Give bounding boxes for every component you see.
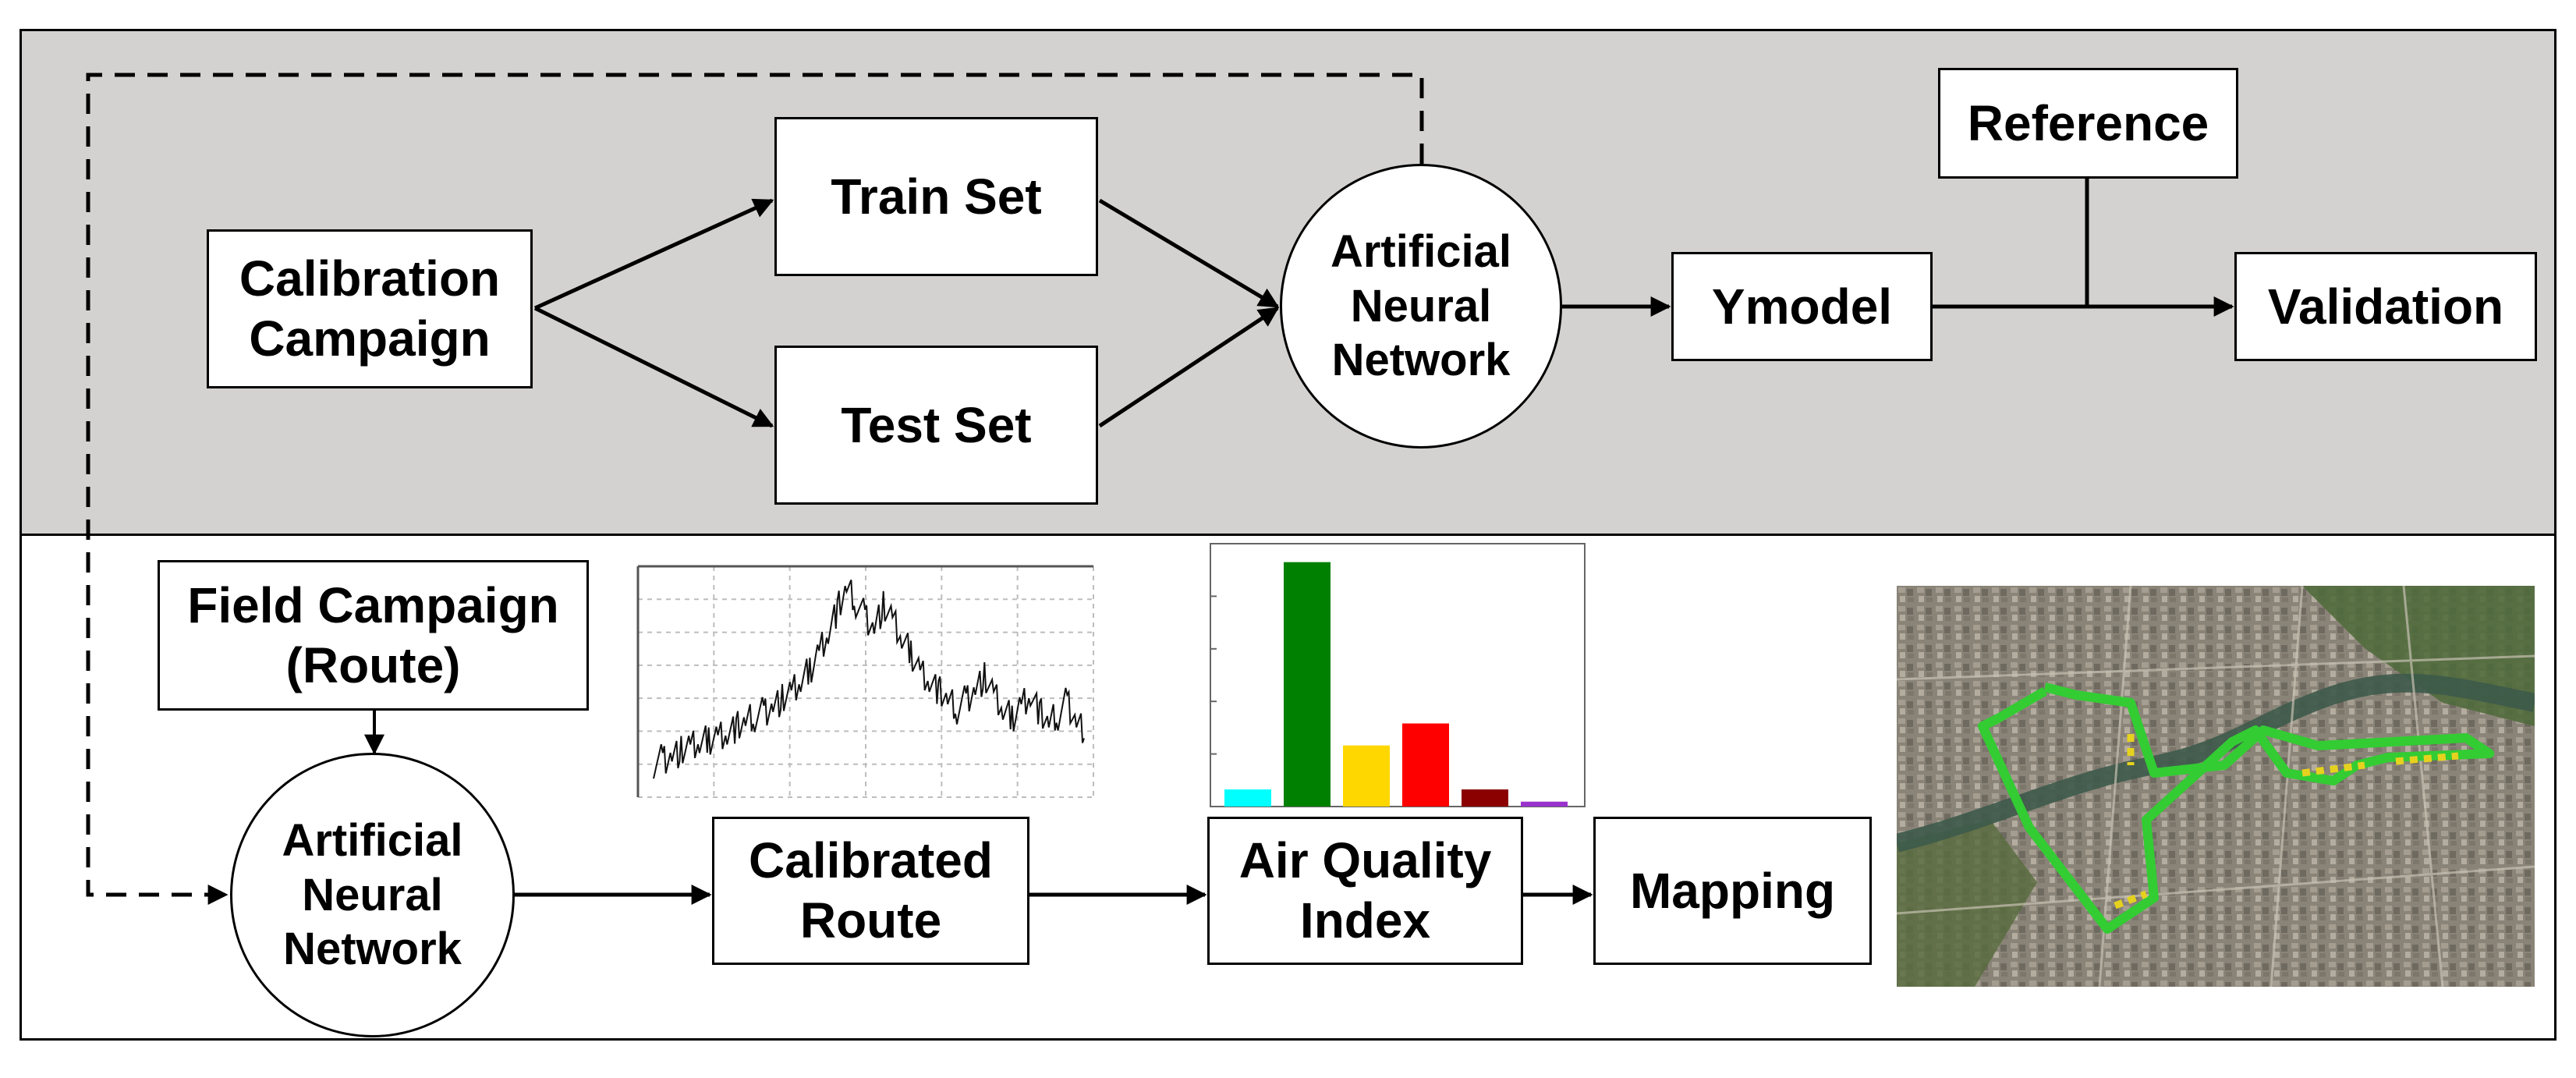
arrow-train-to-ann [1098, 198, 1280, 309]
calibrated-route-line-1: Calibrated [749, 832, 993, 889]
validation-label: Validation [2267, 278, 2504, 335]
train-set-label: Train Set [831, 168, 1042, 225]
measurement-route [1978, 683, 2494, 934]
time-series-thumbnail [632, 560, 1104, 803]
aqi-bar [1462, 789, 1508, 807]
air-quality-index-box: Air Quality Index [1207, 817, 1523, 965]
aqi-histogram-thumbnail [1210, 543, 1586, 807]
plot-background [632, 560, 1104, 803]
arrow-to-train-set [533, 198, 774, 310]
ann-top-line-1: Artificial [1330, 226, 1512, 278]
road-network [1897, 586, 2535, 987]
aqi-line-2: Index [1299, 892, 1431, 949]
field-campaign-box: Field Campaign (Route) [158, 560, 589, 711]
ann-bottom-line-2: Neural [302, 869, 443, 920]
aqi-bar [1402, 723, 1449, 807]
reference-label: Reference [1967, 94, 2209, 151]
mapping-label: Mapping [1629, 862, 1836, 919]
ann-top-line-3: Network [1331, 335, 1511, 386]
arrow-to-test-set [533, 306, 774, 428]
calibrated-route-line-2: Route [799, 892, 942, 949]
route-hotspots [2114, 734, 2459, 910]
test-set-label: Test Set [841, 396, 1032, 453]
aqi-bar [1521, 801, 1568, 807]
field-campaign-line-2: (Route) [285, 637, 461, 693]
route-map-image [1897, 586, 2535, 987]
aqi-bar [1284, 562, 1331, 807]
calibration-campaign-line-1: Calibration [239, 250, 501, 307]
plot-frame [1210, 543, 1586, 807]
calibration-campaign-box: Calibration Campaign [207, 229, 533, 388]
farmland-area [1897, 820, 2037, 987]
validation-box: Validation [2234, 252, 2537, 361]
ymodel-box: Ymodel [1671, 252, 1933, 361]
ann-bottom-line-3: Network [283, 924, 462, 975]
aqi-line-1: Air Quality [1238, 832, 1492, 889]
calibration-campaign-line-2: Campaign [249, 310, 491, 367]
dashed-feedback-arrow [86, 73, 1424, 905]
aqi-bar [1224, 789, 1271, 807]
reference-box: Reference [1938, 68, 2238, 179]
test-set-box: Test Set [774, 346, 1098, 505]
ymodel-label: Ymodel [1711, 278, 1893, 335]
series-line [653, 580, 1085, 779]
ann-node-top: Artificial Neural Network [1280, 164, 1562, 449]
aqi-bar [1343, 745, 1390, 807]
ann-node-bottom: Artificial Neural Network [230, 753, 515, 1037]
ann-top-line-2: Neural [1350, 280, 1492, 332]
mapping-box: Mapping [1593, 817, 1872, 965]
train-set-box: Train Set [774, 117, 1098, 276]
calibrated-route-box: Calibrated Route [712, 817, 1029, 965]
ann-bottom-line-1: Artificial [282, 815, 463, 867]
field-campaign-line-1: Field Campaign [187, 576, 559, 633]
arrow-test-to-ann [1098, 306, 1280, 428]
